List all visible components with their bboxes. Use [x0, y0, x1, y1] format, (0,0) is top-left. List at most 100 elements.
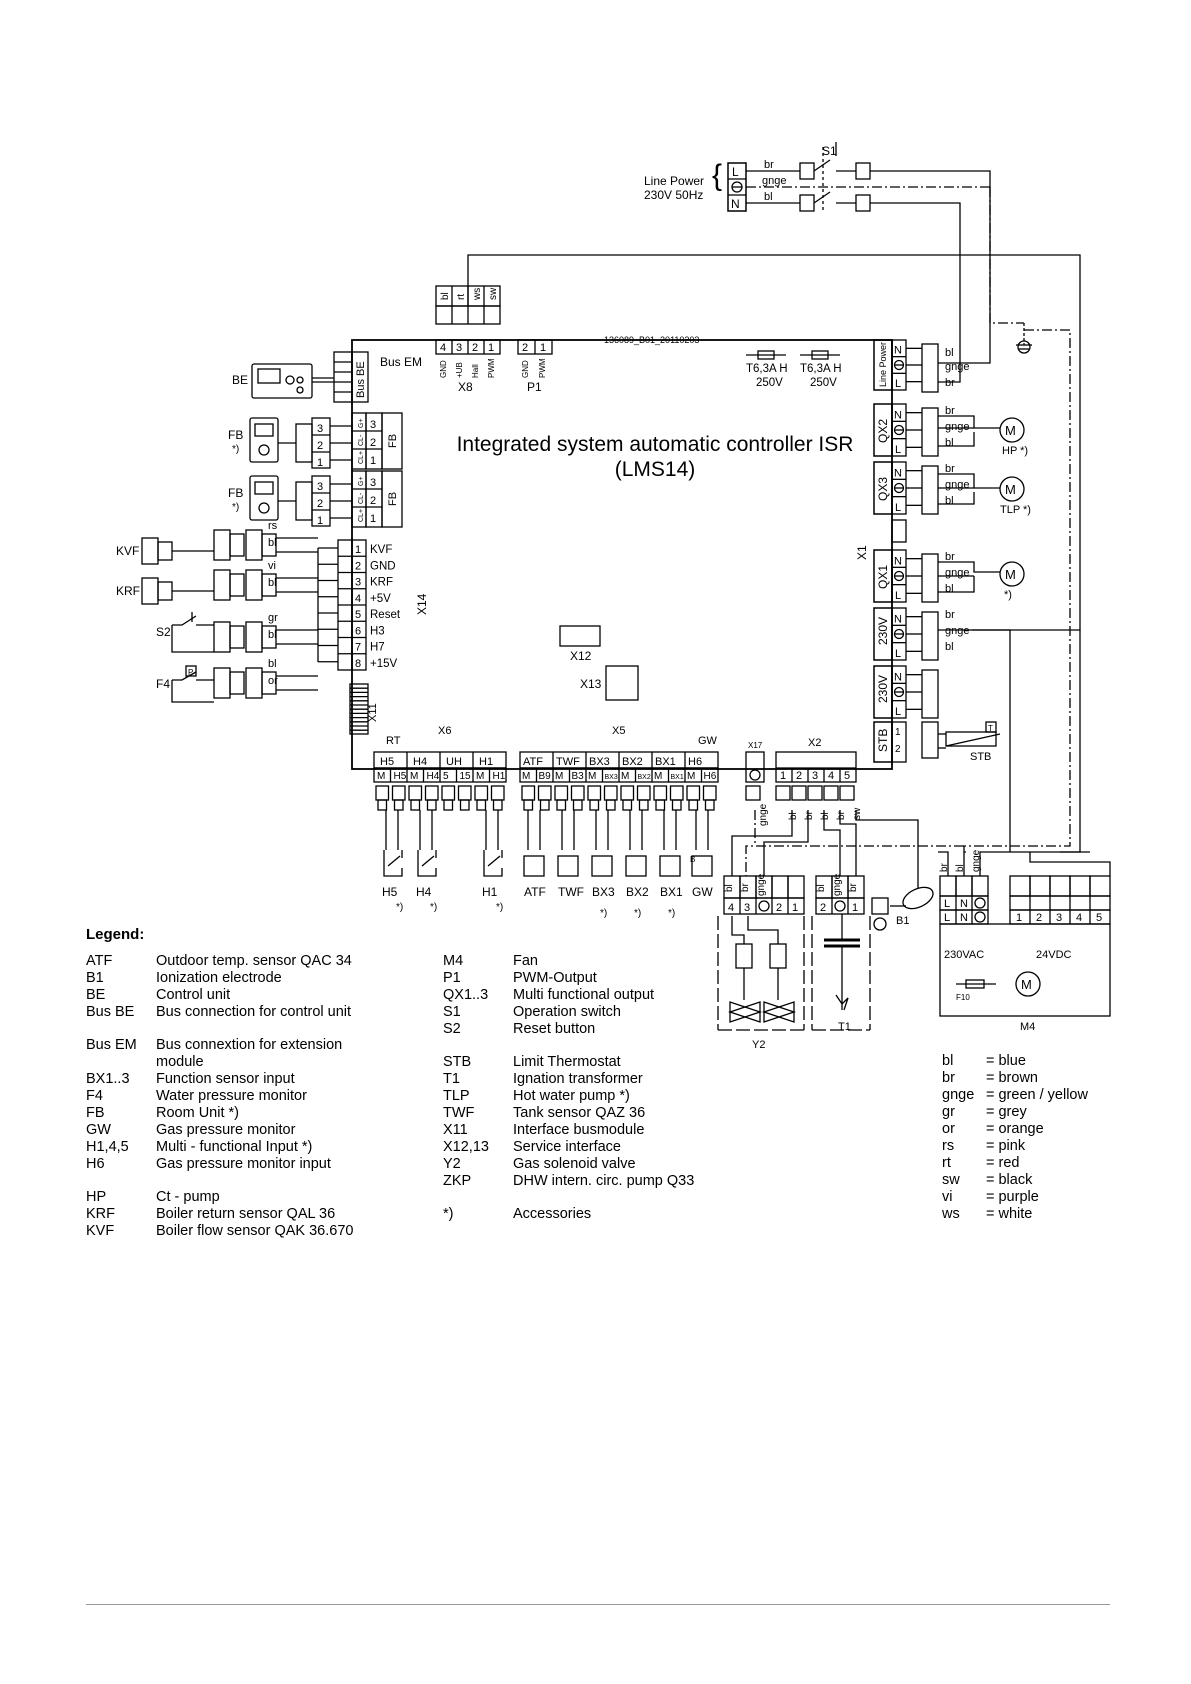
- legend-key: P1: [443, 970, 461, 986]
- wire-label: bl: [945, 437, 954, 449]
- wire-label: sw: [488, 287, 499, 300]
- sensor-label: GW: [692, 885, 713, 899]
- terminal-n: N: [894, 409, 902, 421]
- wire-label: rs: [268, 520, 278, 532]
- wire-label: ws: [472, 288, 483, 301]
- legend-value: Gas pressure monitor input: [156, 1156, 331, 1172]
- wire-br: br: [764, 159, 774, 171]
- pin-signal: GND: [521, 360, 530, 378]
- earth-icon: [758, 900, 770, 912]
- pin-label: 4: [1076, 912, 1082, 924]
- wire-label: br: [804, 810, 815, 820]
- legend-key: BX1..3: [86, 1071, 130, 1087]
- legend-value: = white: [986, 1206, 1033, 1222]
- control-unit-icon: [251, 363, 313, 399]
- pin-label: L: [944, 912, 950, 924]
- legend-key: X11: [443, 1122, 468, 1138]
- x5-label: X5: [612, 725, 625, 737]
- accessory-mark: *): [634, 908, 641, 919]
- pin-label: 4: [355, 593, 361, 605]
- pin-label: 2: [472, 342, 478, 354]
- pin-signal: PWM: [538, 358, 547, 378]
- pin-label: 4: [828, 770, 834, 782]
- connector-x8: bl rt ws sw 4 3 2 1 GND +UB Hall PWM X8: [435, 285, 501, 394]
- legend-key: S1: [443, 1004, 461, 1020]
- sensor-icon: [591, 855, 613, 877]
- pin-label: 7: [355, 642, 361, 654]
- pin-signal: PWM: [487, 358, 496, 378]
- pin-label: 6: [355, 625, 361, 637]
- x14-signal: +5V: [370, 593, 391, 605]
- x5-group-label: BX3: [589, 756, 610, 768]
- legend-value: Water pressure monitor: [156, 1088, 307, 1104]
- pin-signal: CL+: [358, 509, 365, 522]
- legend-key: gr: [942, 1104, 955, 1120]
- legend-value: Control unit: [156, 987, 231, 1003]
- room-unit-icon: [249, 475, 279, 521]
- earth-icon: [834, 900, 846, 912]
- x14-signal: GND: [370, 560, 396, 572]
- footer-divider: [86, 1604, 1110, 1605]
- legend-value: = grey: [986, 1104, 1027, 1120]
- pressure-icon: P: [188, 668, 193, 677]
- wire-label: or: [268, 675, 278, 687]
- legend-value: Bus connection for control unit: [156, 1004, 352, 1020]
- terminal-l: L: [895, 502, 901, 514]
- legend-value: = brown: [986, 1070, 1038, 1086]
- pin-label: BX2: [638, 774, 651, 781]
- pin-label: 4: [728, 902, 734, 914]
- terminal-l: L: [895, 648, 901, 660]
- pin-signal: G+: [358, 418, 365, 428]
- accessory-mark: *): [1004, 589, 1012, 601]
- pin-label: 1: [792, 902, 798, 914]
- pin-label: 1: [852, 902, 858, 914]
- legend-value: Fan: [513, 953, 538, 969]
- terminal-l: L: [895, 706, 901, 718]
- pin-label: 3: [1056, 912, 1062, 924]
- earth-icon: [873, 917, 887, 931]
- b1-label: B1: [896, 915, 909, 927]
- pin-label: M: [522, 771, 530, 782]
- legend-key: T1: [443, 1071, 460, 1087]
- sensor-label: TWF: [558, 885, 584, 899]
- motor-symbol: M: [1005, 482, 1016, 497]
- wire-label: sw: [852, 807, 863, 820]
- wire-label: gnge: [832, 873, 843, 896]
- legend-key: QX1..3: [443, 987, 489, 1003]
- pin-label: 1: [780, 770, 786, 782]
- switch-s1-label: S1: [822, 144, 837, 158]
- kvf-label: KVF: [116, 544, 139, 558]
- sensor-label: BX3: [592, 885, 615, 899]
- fuses: T6,3A H 250V T6,3A H 250V: [746, 350, 842, 389]
- x17-label: X17: [748, 741, 763, 750]
- p1-label: P1: [527, 380, 542, 394]
- x13-interface: [605, 665, 639, 701]
- wire-label: gnge: [945, 625, 969, 637]
- wire-label: br: [945, 377, 955, 389]
- legend-key: H6: [86, 1156, 105, 1172]
- m4-label: M4: [1020, 1021, 1035, 1033]
- legend-value: DHW intern. circ. pump Q33: [513, 1173, 695, 1189]
- tlp-pump-icon: [999, 476, 1025, 502]
- legend-value: module: [156, 1054, 204, 1070]
- pin-label: H6: [704, 771, 717, 782]
- pin-label: M: [555, 771, 563, 782]
- revision-label: 136089_B01_20110203: [604, 335, 699, 345]
- pin-signal: CL-: [358, 492, 365, 504]
- switch-contact-icon: [417, 850, 437, 877]
- wire-label: rt: [456, 294, 467, 300]
- pin-label: H1: [493, 771, 506, 782]
- x2-label: X2: [808, 737, 821, 749]
- legend-value: Gas solenoid valve: [513, 1156, 636, 1172]
- fuse-rating: 250V: [756, 377, 783, 389]
- legend-key: B1: [86, 970, 104, 986]
- fan-motor-icon: [1015, 971, 1041, 997]
- fuse-rating: 250V: [810, 377, 837, 389]
- pin-label: 3: [370, 419, 376, 431]
